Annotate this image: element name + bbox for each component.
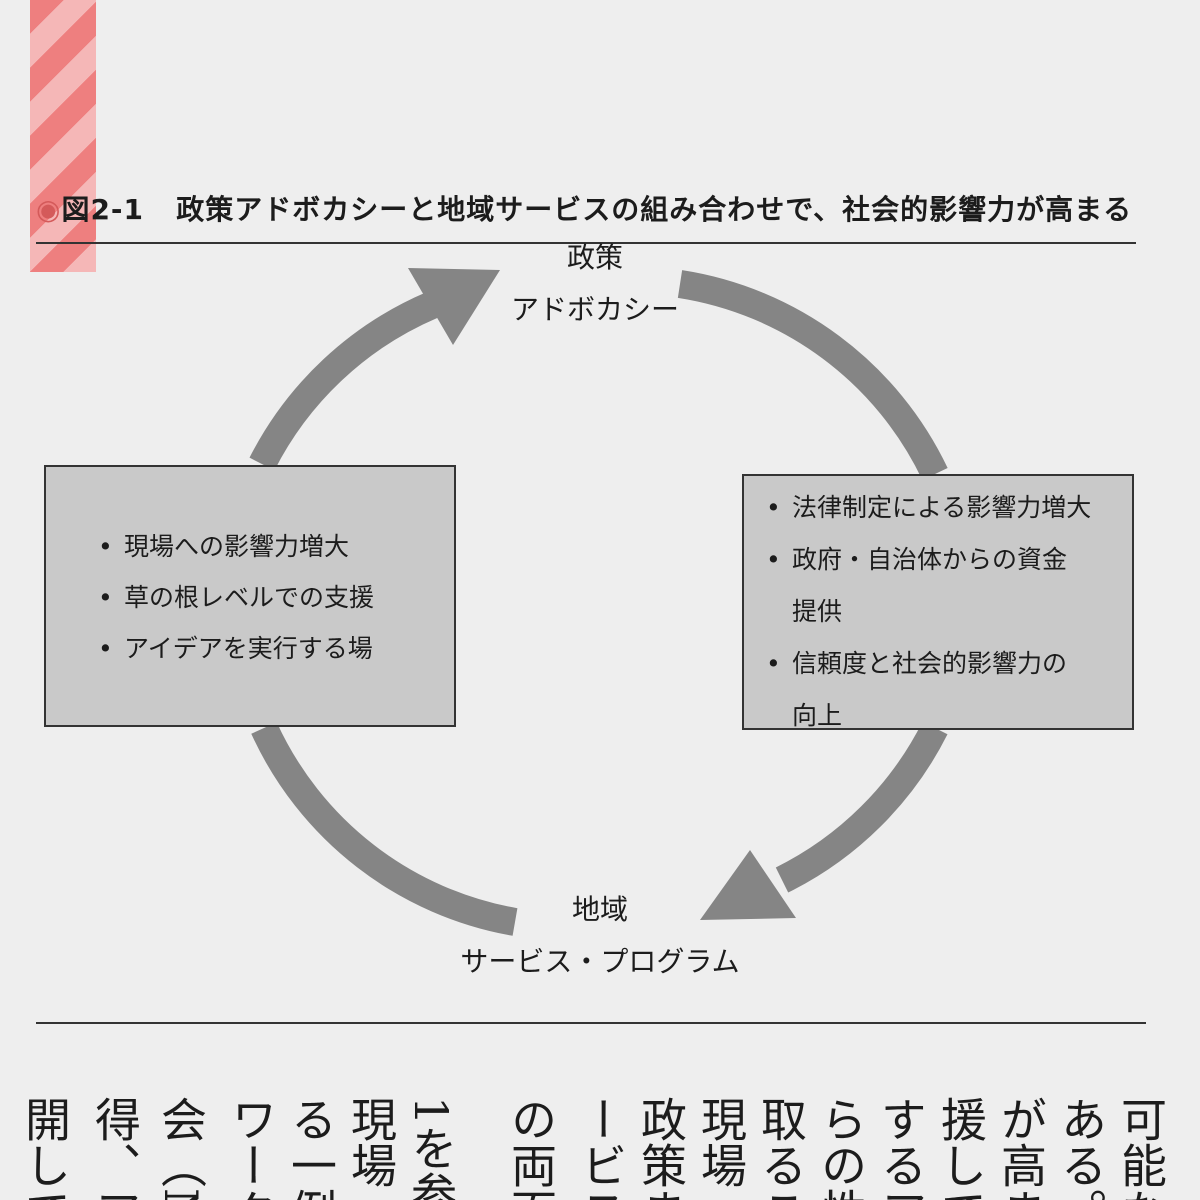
figure-caption: 政策アドボカシーと地域サービスの組み合わせで、社会的影響力が高まる bbox=[176, 193, 1133, 226]
list-item: 草の根レベルでの支援 bbox=[98, 572, 454, 623]
arrow-services-to-ground bbox=[251, 722, 518, 936]
body-text-column: ある。 bbox=[1054, 1096, 1108, 1200]
body-text-column: の両面 bbox=[504, 1096, 558, 1200]
body-text-column: 開して bbox=[18, 1096, 72, 1200]
body-text-column: 取るこ bbox=[754, 1096, 808, 1200]
services-node-line1: 地域 bbox=[571, 893, 628, 926]
body-text-column: 1を参 bbox=[404, 1096, 458, 1200]
arrowhead-policy-icon bbox=[408, 268, 500, 345]
list-item: 法律制定による影響力増大 bbox=[766, 482, 1132, 534]
policy-benefits-box: 法律制定による影響力増大 政府・自治体からの資金 提供 信頼度と社会的影響力の … bbox=[742, 474, 1134, 730]
list-item: 現場への影響力増大 bbox=[98, 521, 454, 572]
arrow-policy-to-services bbox=[677, 270, 948, 481]
body-text-column: らの性 bbox=[814, 1096, 868, 1200]
body-text-column: 現場 bbox=[344, 1096, 398, 1188]
services-node: 地域 サービス・プログラム bbox=[390, 884, 810, 988]
bottom-rule bbox=[36, 1022, 1146, 1024]
body-text-column: 政策ま bbox=[634, 1096, 688, 1200]
accent-stripe bbox=[30, 0, 96, 272]
body-text-column: 会（N bbox=[154, 1096, 208, 1200]
figure-title: ◉図2-1 政策アドボカシーと地域サービスの組み合わせで、社会的影響力が高まる bbox=[36, 188, 1146, 228]
body-text-column: 現場 bbox=[694, 1096, 748, 1188]
arrowhead-services-icon bbox=[700, 850, 796, 920]
body-text-column: が高ま bbox=[994, 1096, 1048, 1200]
body-text-column: 可能な bbox=[1114, 1096, 1168, 1200]
list-item: 政府・自治体からの資金 bbox=[766, 534, 1132, 586]
arrow-ground-to-policy bbox=[249, 292, 438, 471]
body-text-column: 得、ア bbox=[88, 1096, 142, 1200]
body-text-column: る一例 bbox=[284, 1096, 338, 1200]
grassroots-benefits-box: 現場への影響力増大 草の根レベルでの支援 アイデアを実行する場 bbox=[44, 465, 456, 727]
list-item-continuation: 提供 bbox=[792, 597, 843, 626]
body-text-column: ービス bbox=[574, 1096, 628, 1200]
figure-number: 図2-1 bbox=[61, 193, 145, 226]
list-item-continuation: 向上 bbox=[792, 701, 843, 730]
arrow-services-continue bbox=[775, 721, 948, 893]
body-text-column: するア bbox=[874, 1096, 928, 1200]
policy-node-line1: 政策 bbox=[566, 241, 623, 274]
list-item: アイデアを実行する場 bbox=[98, 623, 454, 674]
services-node-line2: サービス・プログラム bbox=[460, 945, 740, 978]
policy-node: 政策 アドボカシー bbox=[450, 232, 740, 336]
body-text-column: 援して bbox=[934, 1096, 988, 1200]
body-text-column: ワーク bbox=[224, 1096, 278, 1200]
top-rule bbox=[36, 242, 1136, 244]
list-item: 信頼度と社会的影響力の bbox=[766, 638, 1132, 690]
policy-node-line2: アドボカシー bbox=[510, 293, 679, 326]
title-bullet-icon: ◉ bbox=[36, 193, 62, 226]
